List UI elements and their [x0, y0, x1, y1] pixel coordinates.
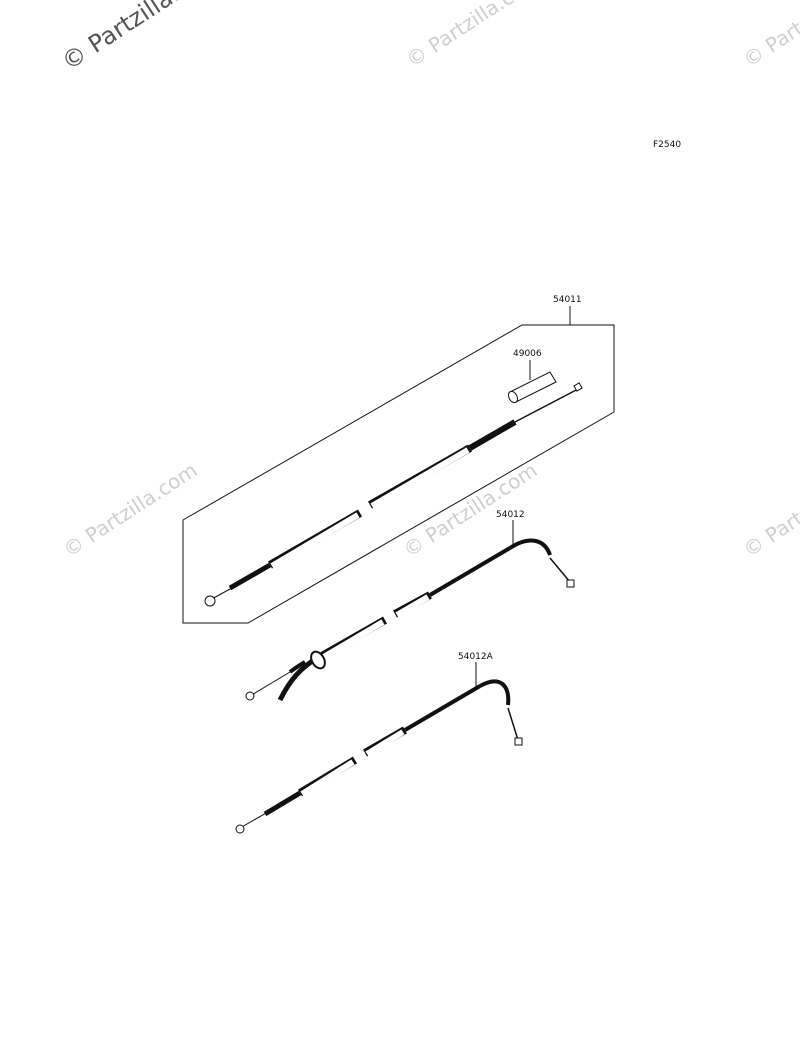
boot-49006 [507, 371, 557, 404]
cable-54012 [245, 538, 575, 702]
part-label-49006: 49006 [513, 349, 542, 359]
part-label-54012A: 54012A [458, 652, 494, 662]
cable-54011 [204, 382, 583, 607]
part-label-54012: 54012 [496, 510, 525, 520]
cable-54012A [235, 679, 523, 834]
figure-code: F2540 [653, 140, 682, 150]
part-label-54011: 54011 [553, 295, 582, 305]
group-outline-54011 [182, 324, 615, 624]
